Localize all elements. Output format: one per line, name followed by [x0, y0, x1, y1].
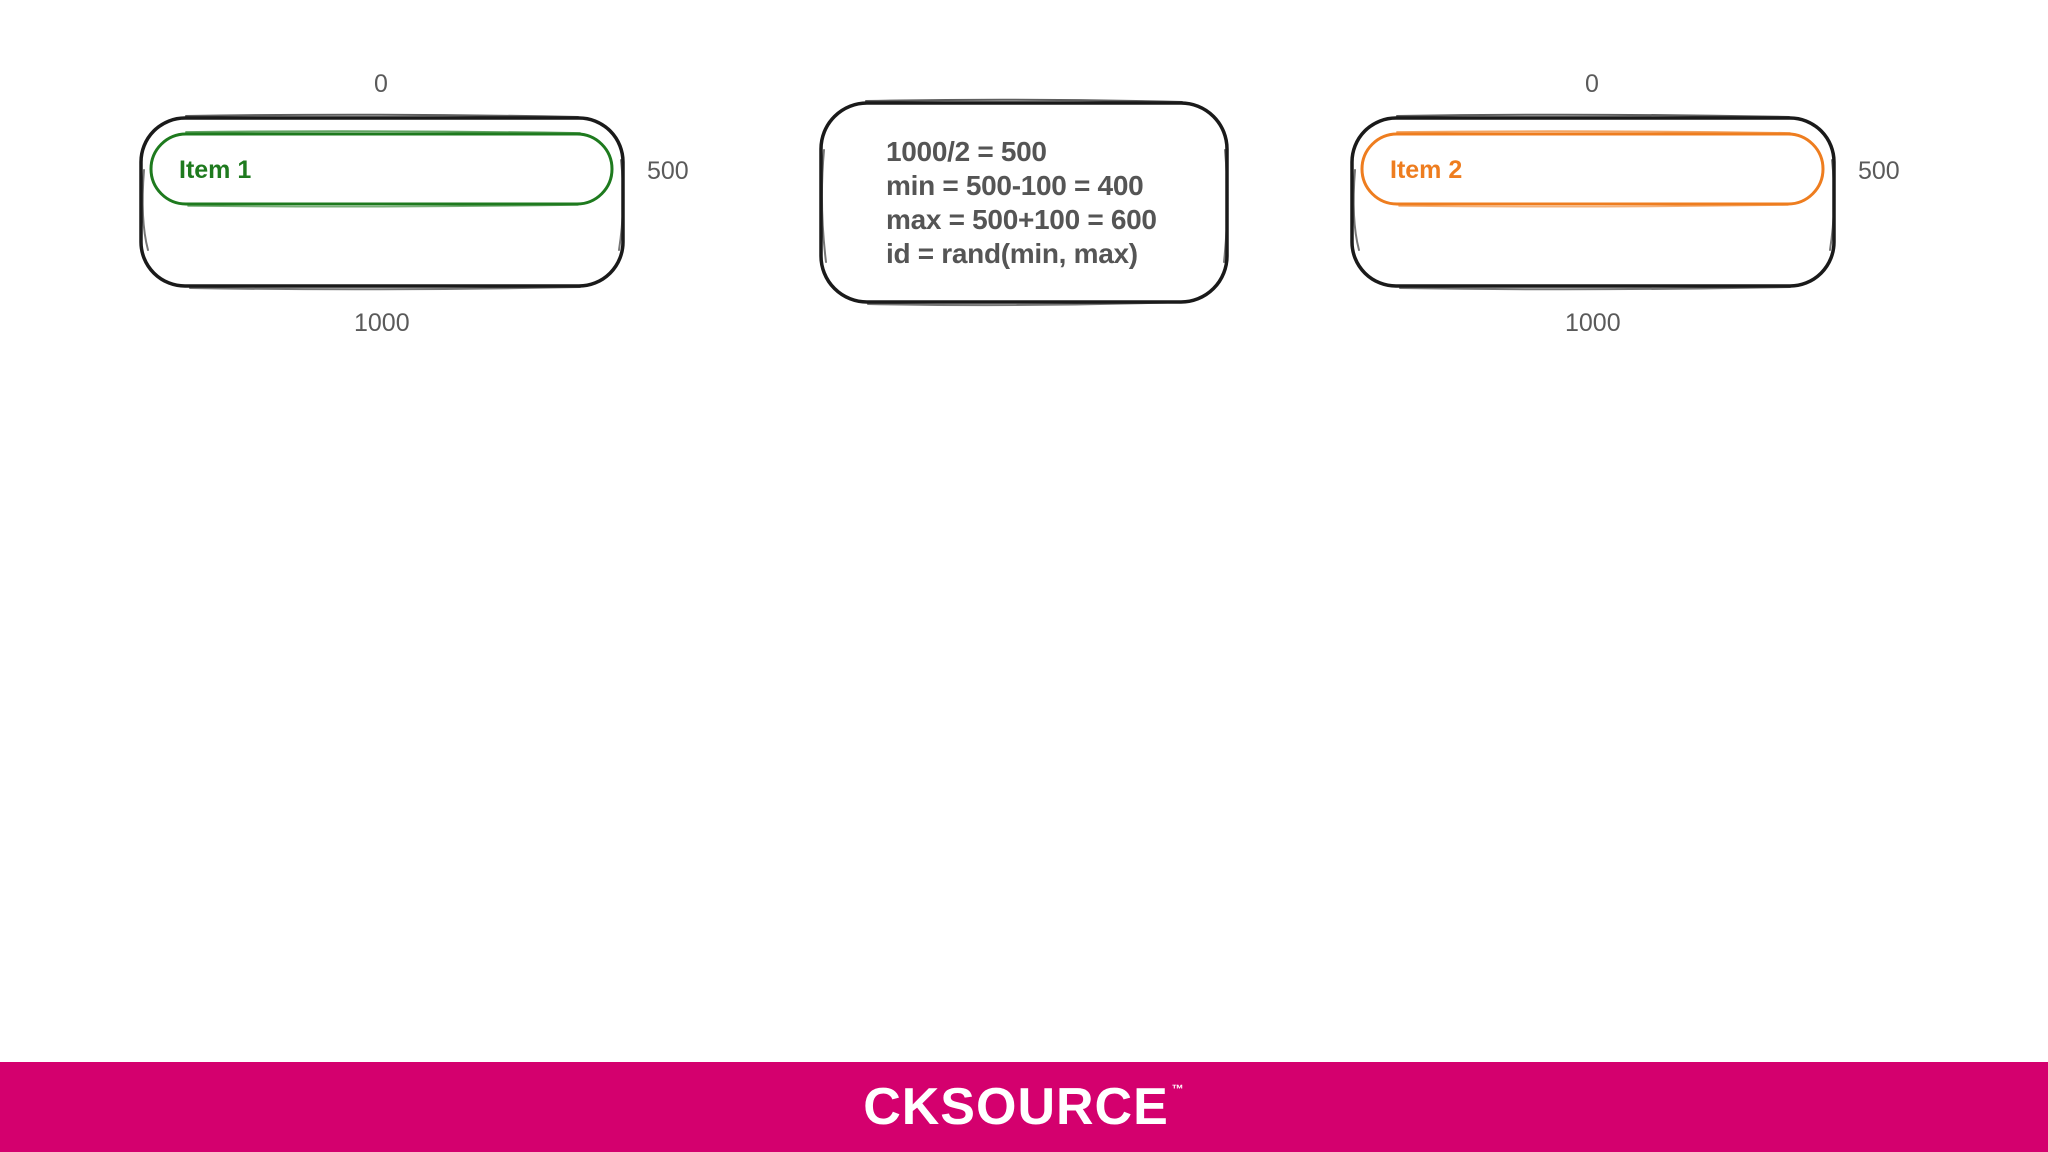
formula-line: min = 500-100 = 400: [886, 170, 1144, 201]
formula-line: id = rand(min, max): [886, 238, 1138, 269]
footer-bar: CKSOURCE ™: [0, 1062, 2048, 1152]
item-2-label: Item 2: [1390, 156, 1463, 184]
trademark-symbol: ™: [1171, 1082, 1185, 1096]
formula-text: 1000/2 = 500 min = 500-100 = 400 max = 5…: [886, 135, 1157, 271]
left-container-outline: [139, 113, 625, 291]
left-top-label: 0: [374, 70, 388, 98]
formula-line: max = 500+100 = 600: [886, 204, 1157, 235]
right-container-outline: [1350, 113, 1836, 291]
right-right-label: 500: [1858, 157, 1900, 185]
right-bottom-label: 1000: [1565, 309, 1621, 337]
slide: 0 500 1000 Item 1 1000/2 = 500 min = 500…: [139, 70, 1900, 337]
left-bottom-label: 1000: [354, 309, 410, 337]
formula-line: 1000/2 = 500: [886, 136, 1047, 167]
cksource-logo: CKSOURCE ™: [863, 1081, 1185, 1133]
brand-wordmark: CKSOURCE: [863, 1078, 1169, 1136]
item-1-label: Item 1: [179, 156, 252, 184]
left-right-label: 500: [647, 157, 689, 185]
right-top-label: 0: [1585, 70, 1599, 98]
